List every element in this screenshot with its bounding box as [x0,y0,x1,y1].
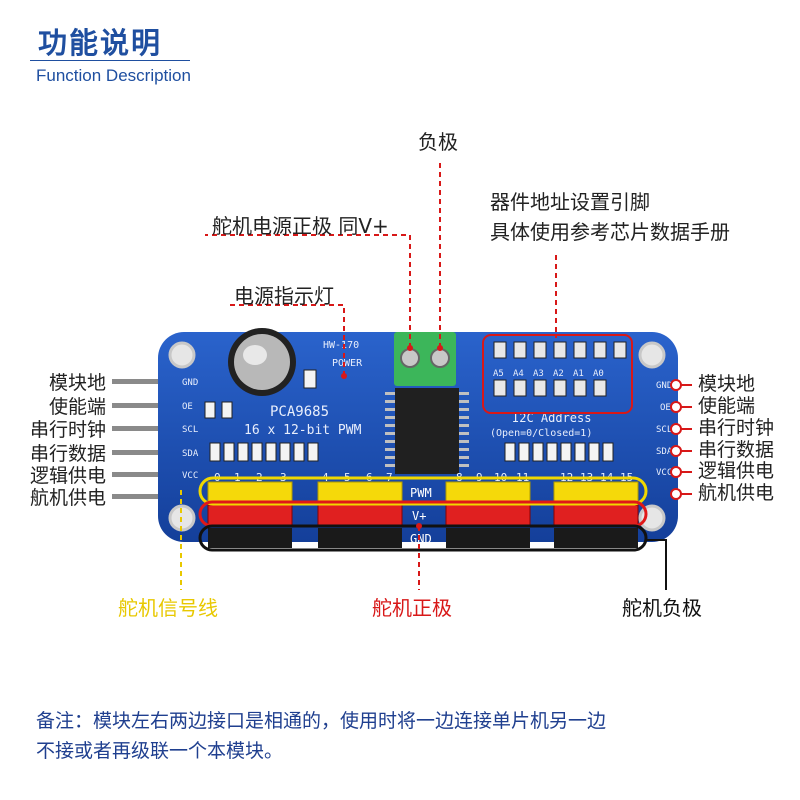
silk-left-oe: OE [182,402,193,412]
left-pin-vcc: 逻辑供电 [29,465,106,487]
silk-left-vcc: VCC [182,471,198,481]
desc-silk-text: 16 x 12-bit PWM [244,423,362,438]
left-pin-gnd: 模块地 [48,372,106,394]
callout-dots [341,345,443,529]
address-hint-text: (Open=0/Closed=1) [490,428,592,439]
addr-pin-a5: A5 [493,369,504,379]
chip [385,388,469,474]
right-pin-sda: 串行数据 [698,439,775,461]
callout-servo-positive: 舵机正极 [372,596,452,620]
left-pin-sda: 串行数据 [29,443,106,465]
right-pin-scl: 串行时钟 [698,417,775,439]
addr-pin-a0: A0 [593,369,604,379]
chip-silk-text: PCA9685 [270,404,329,420]
page-subtitle: Function Description [36,66,191,85]
right-pin-oe: 使能端 [698,395,756,417]
page-title: 功能说明 [38,26,163,60]
note-line2: 不接或者再级联一个本模块。 [36,740,284,762]
board-model-text: HW-170 [323,340,359,351]
gnd-header-row [208,528,638,548]
right-pin-leaders [680,384,692,495]
silk-left-scl: SCL [182,425,198,435]
address-title-text: I2C Address [512,411,591,425]
addr-pin-a3: A3 [533,369,544,379]
row-label-pwm: PWM [410,486,432,500]
negative-leader [646,539,667,590]
silk-right-oe: OE [660,403,671,413]
pwm-header-row [207,481,639,503]
left-pin-vplus: 航机供电 [29,487,106,509]
addr-pin-a2: A2 [553,369,564,379]
note-line1: 备注：模块左右两边接口是相通的，使用时将一边连接单片机另一边 [36,710,607,732]
title-divider [30,60,190,61]
right-pin-vcc: 逻辑供电 [698,460,775,482]
addr-pin-a4: A4 [513,369,524,379]
capacitor [228,328,296,396]
callout-servo-negative: 舵机负极 [622,596,702,620]
resistor-arrays [204,369,614,462]
silk-right-vcc: VCC [656,468,672,478]
silk-right-scl: SCL [656,425,672,435]
silk-left-sda: SDA [182,449,199,459]
gnd-highlight [198,524,648,552]
left-pin-scl: 串行时钟 [29,419,106,441]
addr-pin-a1: A1 [573,369,584,379]
callout-power-led: 电源指示灯 [234,284,334,308]
callout-negative: 负极 [418,130,458,154]
power-silk-text: POWER [332,358,363,369]
pwm-highlight [198,476,648,506]
callout-address-line2: 具体使用参考芯片数据手册 [490,220,730,244]
right-pin-vplus: 航机供电 [698,482,775,504]
left-pin-oe: 使能端 [48,396,106,418]
row-label-gnd: GND [410,532,432,546]
row-label-vplus: V+ [412,509,426,523]
address-highlight [482,334,633,414]
callout-signal: 舵机信号线 [118,596,218,620]
address-pads [493,341,627,397]
silk-right-gnd: GND [656,381,672,391]
silk-right-sda: SDA [656,447,673,457]
terminal-block [394,332,456,386]
callout-lines [205,162,557,590]
right-pin-gnd: 模块地 [698,373,756,395]
right-pin-dots [670,379,682,500]
silk-left-gnd: GND [182,378,198,388]
callout-servo-power: 舵机电源正极 同V+ [212,214,389,238]
callout-address-line1: 器件地址设置引脚 [490,190,650,214]
